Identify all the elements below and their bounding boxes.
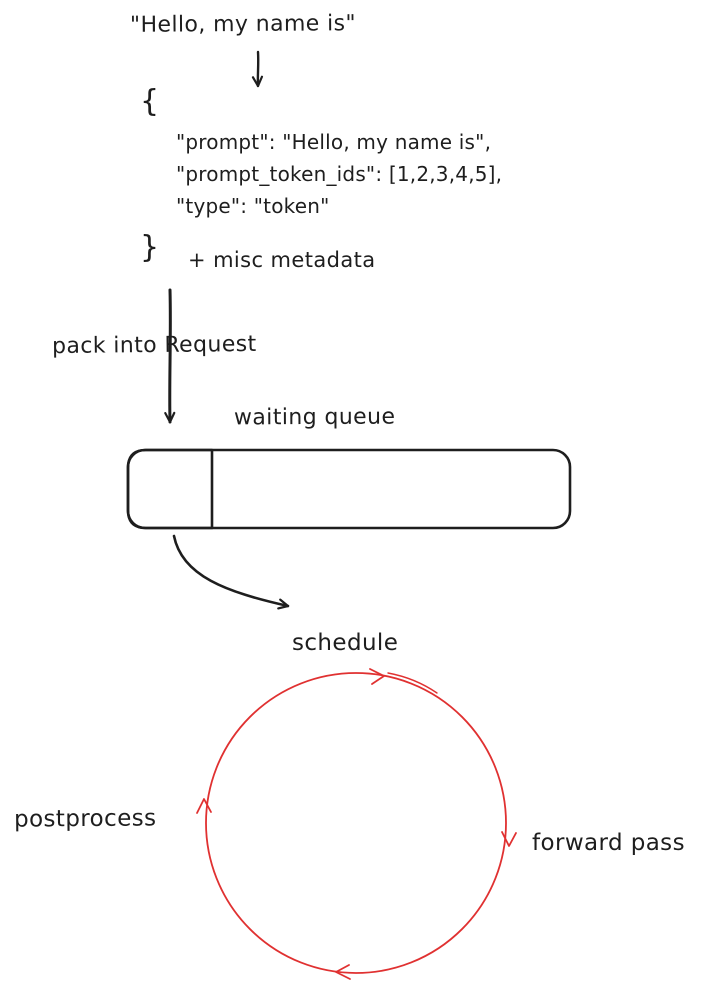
cycle-step-postprocess-label: postprocess	[13, 805, 157, 833]
json-line-type: "type": "token"	[176, 194, 330, 218]
input-text-label: "Hello, my name is"	[129, 11, 357, 38]
waiting-queue-label: waiting queue	[233, 404, 396, 431]
json-open-brace: {	[140, 84, 160, 119]
json-line-token-ids: "prompt_token_ids": [1,2,3,4,5],	[176, 162, 503, 186]
cycle-step-forward-pass-label: forward pass	[532, 830, 685, 856]
json-line-prompt: "prompt": "Hello, my name is",	[176, 130, 492, 154]
misc-metadata-note: + misc metadata	[188, 248, 376, 272]
cycle-step-schedule-label: schedule	[292, 630, 399, 656]
json-close-brace: }	[140, 230, 160, 265]
pack-into-request-label: pack into Request	[51, 331, 257, 360]
